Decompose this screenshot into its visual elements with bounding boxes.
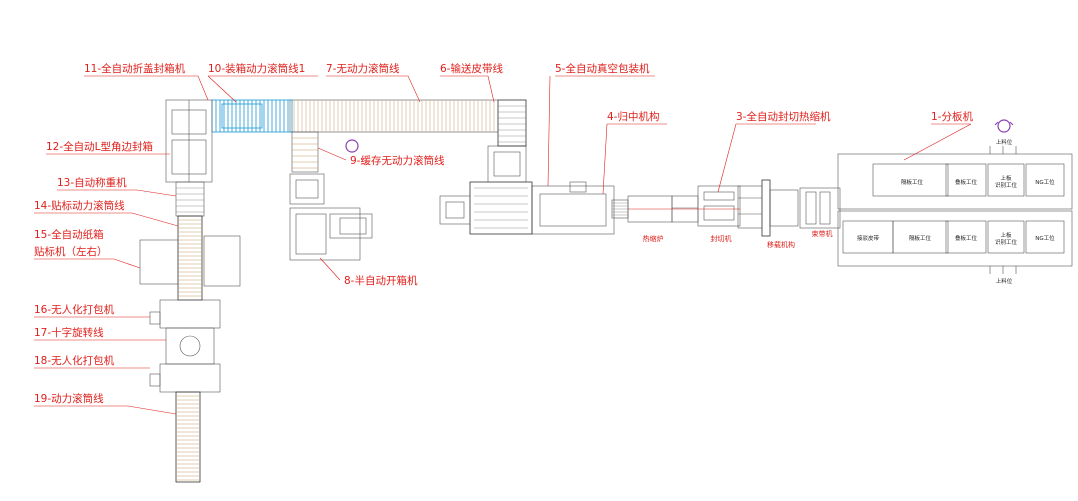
carton-sealer (165, 99, 213, 217)
label-strapper: 束带机 (812, 229, 833, 238)
label-sealer: 封切机 (711, 234, 732, 243)
label-11: 11-全自动折盖封箱机 (84, 62, 186, 75)
label-shrink-oven: 热缩炉 (643, 234, 664, 243)
label-13: 13-自动称重机 (57, 176, 127, 189)
label-14: 14-贴标动力滚筒线 (34, 199, 125, 212)
shrink-machine (611, 185, 741, 227)
label-4: 4-归中机构 (607, 110, 659, 123)
station-lower-0: 接驳皮带 (857, 234, 880, 242)
feed-label-bottom: 上料位 (996, 277, 1013, 285)
label-10: 10-装箱动力滚筒线1 (208, 62, 305, 75)
label-transfer: 移载机构 (767, 240, 795, 249)
roller-line-top (211, 99, 499, 133)
label-15b: 贴标机（左右） (34, 245, 108, 258)
station-lower-2: 叠板工位 (955, 234, 978, 242)
label-5: 5-全自动真空包装机 (555, 62, 650, 75)
operator-icon-2 (345, 139, 359, 153)
label-8: 8-半自动开箱机 (344, 274, 418, 287)
label-16: 16-无人化打包机 (34, 303, 115, 316)
label-6: 6-输送皮带线 (440, 62, 503, 75)
label-7: 7-无动力滚筒线 (326, 62, 400, 75)
station-lower-3: 上板识别工位 (995, 231, 1018, 246)
label-17: 17-十字旋转线 (34, 326, 104, 339)
buffer-and-opener (289, 131, 373, 261)
vertical-line (139, 215, 241, 483)
station-lower-1: 隔板工位 (909, 234, 932, 242)
belt-conveyor (497, 99, 527, 147)
station-upper-3: NG工位 (1035, 178, 1055, 186)
station-upper-1: 叠板工位 (955, 178, 978, 186)
label-3: 3-全自动封切热缩机 (736, 110, 831, 123)
label-18: 18-无人化打包机 (34, 354, 115, 367)
feed-label-top: 上料位 (996, 138, 1013, 146)
vacuum-packer (439, 145, 615, 235)
strapper-transfer (737, 179, 841, 237)
label-15a: 15-全自动纸箱 (34, 228, 104, 241)
station-lower-4: NG工位 (1035, 234, 1055, 242)
label-12: 12-全自动L型角边封箱 (46, 140, 153, 153)
label-9: 9-缓存无动力滚筒线 (350, 154, 445, 167)
station-upper-2: 上板识别工位 (995, 174, 1018, 189)
label-19: 19-动力滚筒线 (34, 392, 104, 405)
operator-icon (997, 119, 1011, 133)
station-upper-0: 隔板工位 (901, 178, 924, 186)
splitter-machine: 隔板工位 叠板工位 上板识别工位 NG工位 接驳皮带 隔板工位 叠板工位 上板识… (837, 119, 1073, 285)
label-1: 1-分板机 (931, 110, 973, 123)
